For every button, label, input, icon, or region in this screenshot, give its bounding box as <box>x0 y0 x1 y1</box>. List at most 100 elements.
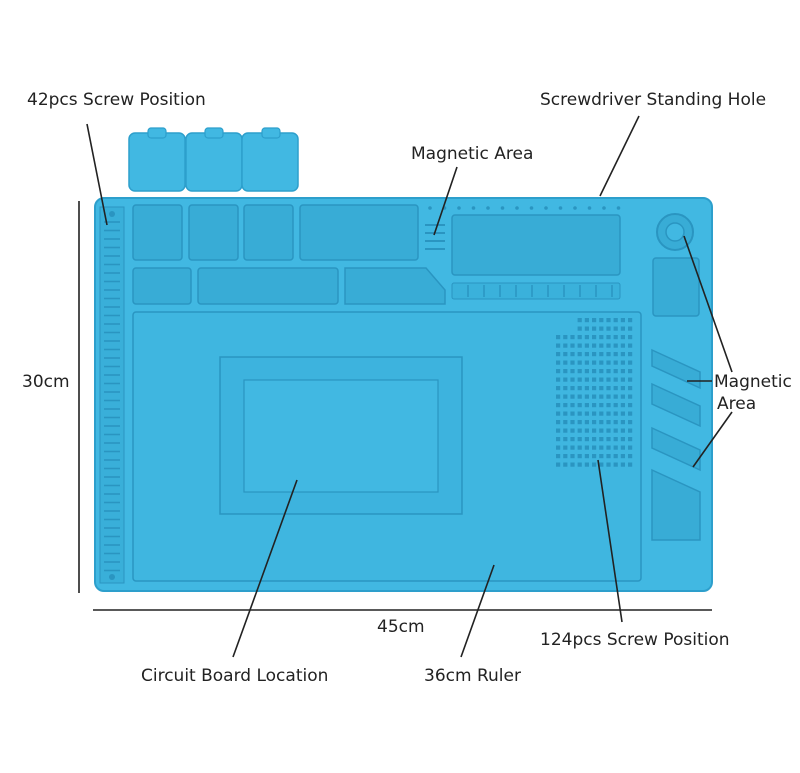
screw-hole <box>556 335 561 340</box>
screwdriver-hole <box>587 206 592 210</box>
mat-tab <box>241 132 299 192</box>
screw-hole <box>620 462 625 467</box>
screw-hole <box>613 428 618 433</box>
label-width: 45cm <box>377 617 425 637</box>
screw-hole <box>556 403 561 408</box>
screw-hole <box>606 326 611 331</box>
compartment <box>344 267 446 305</box>
screwdriver-hole <box>486 206 490 210</box>
screw-hole <box>599 403 604 408</box>
screw-hole <box>599 394 604 399</box>
screw-hole <box>563 420 568 425</box>
screw-hole <box>556 411 561 416</box>
screw-hole <box>556 377 561 382</box>
screw-hole <box>599 411 604 416</box>
screw-hole <box>592 454 597 459</box>
right-slanted-slots <box>651 348 701 541</box>
screw-hole <box>613 420 618 425</box>
label-height: 30cm <box>22 372 70 392</box>
screw-hole <box>584 411 589 416</box>
screw-hole <box>599 462 604 467</box>
screw-hole <box>556 352 561 357</box>
screw-hole <box>613 454 618 459</box>
screw-hole <box>606 428 611 433</box>
label-42pcs-screw: 42pcs Screw Position <box>27 90 206 110</box>
screw-hole <box>628 377 633 382</box>
screw-hole <box>620 335 625 340</box>
screw-hole <box>599 335 604 340</box>
screw-hole <box>599 326 604 331</box>
screw-hole <box>570 437 575 442</box>
screw-hole <box>592 386 597 391</box>
screw-hole <box>584 369 589 374</box>
screw-hole <box>577 369 582 374</box>
screw-hole <box>620 352 625 357</box>
mat-tab <box>185 132 243 192</box>
screwdriver-hole <box>471 206 476 210</box>
screw-hole <box>577 343 582 348</box>
screwdriver-hole <box>602 206 606 210</box>
screw-hole <box>628 428 633 433</box>
screw-hole <box>606 386 611 391</box>
screw-hole <box>577 454 582 459</box>
screw-hole <box>556 394 561 399</box>
screw-hole <box>563 454 568 459</box>
screw-hole <box>613 343 618 348</box>
label-screwdriver-hole: Screwdriver Standing Hole <box>540 90 766 110</box>
screw-hole <box>628 411 633 416</box>
screw-hole <box>584 377 589 382</box>
screw-hole <box>577 352 582 357</box>
screw-hole <box>592 318 597 323</box>
label-magnetic-area-top: Magnetic Area <box>411 144 533 164</box>
compartment <box>132 204 183 261</box>
screw-hole <box>563 343 568 348</box>
screw-hole <box>584 335 589 340</box>
screw-hole <box>613 411 618 416</box>
screw-hole <box>628 437 633 442</box>
screw-hole <box>592 411 597 416</box>
screw-hole <box>584 386 589 391</box>
screw-hole <box>570 411 575 416</box>
screwdriver-hole <box>457 206 461 210</box>
screw-hole <box>584 343 589 348</box>
screw-hole <box>556 360 561 365</box>
mat-tab <box>128 132 186 192</box>
screw-hole <box>577 403 582 408</box>
screwdriver-hole <box>544 206 548 210</box>
screw-hole <box>628 352 633 357</box>
screw-hole <box>563 437 568 442</box>
screw-hole <box>570 394 575 399</box>
screw-hole <box>628 369 633 374</box>
screw-hole <box>599 445 604 450</box>
screw-hole <box>628 454 633 459</box>
screw-hole <box>592 335 597 340</box>
screw-hole <box>592 343 597 348</box>
compartment <box>188 204 239 261</box>
screw-hole <box>563 462 568 467</box>
screw-hole <box>592 420 597 425</box>
screw-hole <box>599 377 604 382</box>
screw-hole <box>606 369 611 374</box>
screw-hole <box>628 394 633 399</box>
leader-lines <box>86 115 733 658</box>
screw-hole <box>620 437 625 442</box>
screw-hole <box>599 360 604 365</box>
screw-hole <box>577 428 582 433</box>
screw-hole <box>606 454 611 459</box>
screwdriver-hole <box>515 206 519 210</box>
screw-grid-124 <box>556 318 633 467</box>
screwdriver-hole <box>573 206 577 210</box>
screw-hole <box>620 377 625 382</box>
screw-hole <box>620 428 625 433</box>
compartment <box>197 267 339 305</box>
screw-hole <box>584 318 589 323</box>
screwdriver-hole <box>500 206 505 210</box>
screw-hole <box>584 352 589 357</box>
screw-hole <box>628 445 633 450</box>
screw-hole <box>570 369 575 374</box>
screw-hole <box>620 420 625 425</box>
screw-hole <box>570 335 575 340</box>
screw-hole <box>570 454 575 459</box>
screw-hole <box>584 420 589 425</box>
screw-hole <box>620 360 625 365</box>
